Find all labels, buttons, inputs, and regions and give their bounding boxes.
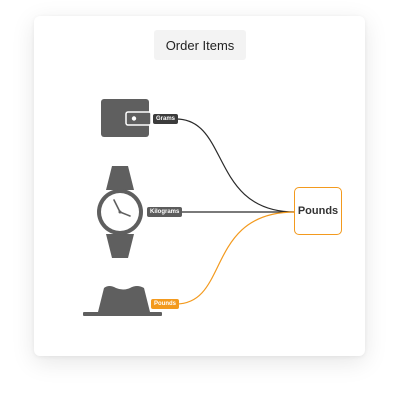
diagram-card [34,16,365,356]
connector-pounds [175,211,296,305]
target-node-pounds: Pounds [294,187,342,235]
source-tag-kilograms: Kilograms [147,207,183,217]
source-tag-pounds: Pounds [151,299,179,309]
wristwatch-icon [97,166,143,258]
wallet-icon [101,99,152,137]
diagram-title: Order Items [154,30,246,60]
hat-icon [83,286,162,316]
source-tag-grams: Grams [153,114,179,124]
connector-grams [175,118,296,213]
